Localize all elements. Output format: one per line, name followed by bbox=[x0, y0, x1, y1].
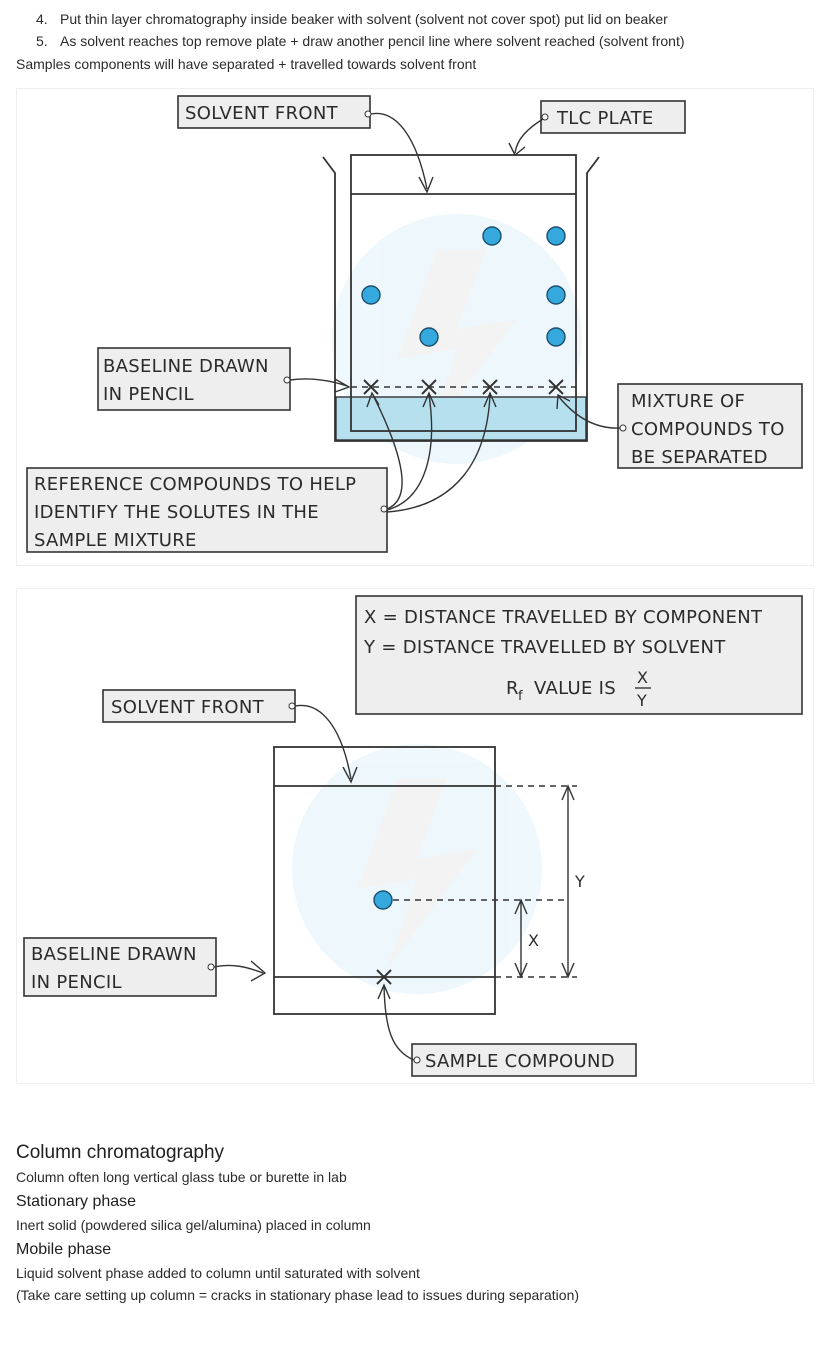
step-text: As solvent reaches top remove plate + dr… bbox=[60, 33, 685, 49]
mixture-label-box bbox=[617, 383, 803, 469]
tlc-beaker-diagram: SOLVENT FRONT TLC PLATE BASELINE DRAWN I… bbox=[16, 88, 814, 566]
reference-label-line2: IDENTIFY THE SOLUTES IN THE bbox=[34, 502, 319, 523]
step-number: 5. bbox=[36, 33, 48, 49]
rf-subscript: f bbox=[518, 689, 523, 704]
rf-value-text: VALUE IS bbox=[534, 678, 616, 699]
baseline-crosses bbox=[363, 379, 564, 395]
mobile-phase-text: Liquid solvent phase added to column unt… bbox=[16, 1265, 420, 1281]
mixture-label-line3: BE SEPARATED bbox=[631, 447, 768, 468]
y-definition: Y = DISTANCE TRAVELLED BY SOLVENT bbox=[363, 637, 726, 658]
rf-value-svg: X = DISTANCE TRAVELLED BY COMPONENT Y = … bbox=[23, 595, 803, 1077]
mobile-phase-heading: Mobile phase bbox=[16, 1241, 112, 1258]
fraction-numerator: X bbox=[637, 668, 648, 687]
beaker-outline bbox=[322, 156, 600, 442]
rf-value-diagram: X = DISTANCE TRAVELLED BY COMPONENT Y = … bbox=[16, 588, 814, 1084]
sample-spot bbox=[373, 890, 393, 910]
reference-label-line3: SAMPLE MIXTURE bbox=[34, 530, 197, 551]
baseline-label-line2: IN PENCIL bbox=[103, 384, 194, 405]
y-distance-label: Y bbox=[574, 872, 585, 891]
sample-cross bbox=[376, 969, 392, 985]
section-paragraph: Column often long vertical glass tube or… bbox=[16, 1169, 347, 1185]
baseline-label-box bbox=[23, 937, 217, 997]
baseline-label-line1: BASELINE DRAWN bbox=[31, 944, 197, 965]
mixture-label-line2: COMPOUNDS TO bbox=[631, 419, 785, 440]
mixture-label-line1: MIXTURE OF bbox=[631, 391, 745, 412]
solvent-liquid bbox=[335, 396, 587, 441]
numbered-steps: 4. Put thin layer chromatography inside b… bbox=[36, 8, 685, 52]
definition-box bbox=[355, 595, 803, 715]
baseline-label-line1: BASELINE DRAWN bbox=[103, 356, 269, 377]
separated-spots bbox=[361, 226, 566, 347]
section-heading: Column chromatography bbox=[16, 1142, 225, 1163]
stationary-phase-heading: Stationary phase bbox=[16, 1193, 137, 1210]
solvent-front-label: SOLVENT FRONT bbox=[111, 697, 265, 718]
step-item: 5. As solvent reaches top remove plate + … bbox=[36, 30, 685, 52]
tlc-beaker-svg: SOLVENT FRONT TLC PLATE BASELINE DRAWN I… bbox=[26, 95, 803, 553]
mobile-phase-note: (Take care setting up column = cracks in… bbox=[16, 1287, 580, 1303]
solvent-front-label-box bbox=[177, 95, 371, 129]
reference-label-line1: REFERENCE COMPOUNDS TO HELP bbox=[34, 474, 356, 495]
x-distance-label: X bbox=[528, 931, 539, 950]
tlc-plate bbox=[273, 746, 496, 1015]
baseline-label-box bbox=[97, 347, 291, 411]
step-item: 4. Put thin layer chromatography inside b… bbox=[36, 8, 685, 30]
sample-compound-label-box bbox=[411, 1043, 637, 1077]
sample-compound-label: SAMPLE COMPOUND bbox=[425, 1051, 615, 1072]
tlc-plate-label: TLC PLATE bbox=[556, 108, 654, 129]
x-definition: X = DISTANCE TRAVELLED BY COMPONENT bbox=[364, 607, 763, 628]
fraction-denominator: Y bbox=[636, 691, 647, 710]
watermark-logo bbox=[292, 744, 542, 994]
baseline-label-line2: IN PENCIL bbox=[31, 972, 122, 993]
solvent-front-label: SOLVENT FRONT bbox=[185, 103, 339, 124]
column-chromatography-section: Column chromatography Column often long … bbox=[16, 1140, 579, 1306]
tlc-plate-label-box bbox=[540, 100, 686, 134]
reference-label-box bbox=[26, 467, 388, 553]
intro-text: Samples components will have separated +… bbox=[16, 56, 477, 72]
stationary-phase-text: Inert solid (powdered silica gel/alumina… bbox=[16, 1217, 371, 1233]
tlc-plate bbox=[350, 154, 577, 432]
step-text: Put thin layer chromatography inside bea… bbox=[60, 11, 668, 27]
rf-prefix: R bbox=[506, 678, 519, 699]
step-number: 4. bbox=[36, 11, 48, 27]
